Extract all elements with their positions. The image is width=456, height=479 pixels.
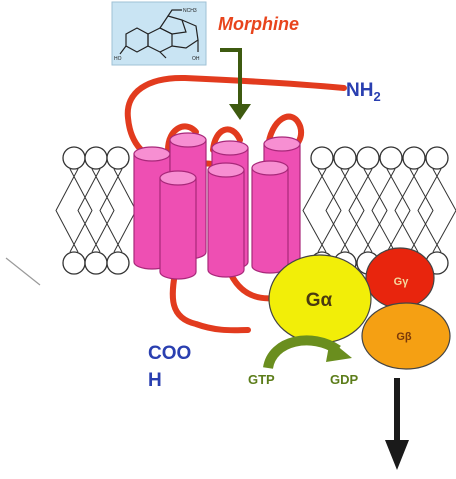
lipid-tail <box>302 168 327 253</box>
c-terminus-label-line1: COO <box>148 343 191 364</box>
helix-6 <box>207 162 245 278</box>
lipid-tail <box>417 168 442 253</box>
lipid-head <box>402 146 426 170</box>
lipid-tail <box>348 168 373 253</box>
lipid-head <box>310 146 334 170</box>
lipid-tail <box>317 168 342 253</box>
morphine-structure: NCH3 HO OH <box>111 1 207 66</box>
svg-text:OH: OH <box>192 56 200 62</box>
lipid-tail <box>91 168 115 253</box>
gdp-label: GDP <box>330 372 359 387</box>
lipid-tail <box>325 168 350 253</box>
helix-7 <box>251 160 289 274</box>
curved-arrow-icon <box>263 335 352 370</box>
bilayer-left <box>55 146 137 275</box>
arrow-down-icon <box>385 378 409 470</box>
transmembrane-helices <box>133 132 301 280</box>
lipid-head <box>84 251 108 275</box>
g-beta-subunit <box>361 302 451 370</box>
n-terminus-label: NH2 <box>346 80 381 104</box>
lipid-head <box>425 146 449 170</box>
lipid-tail <box>113 168 137 253</box>
lipid-tail <box>409 168 434 253</box>
lipid-tail <box>340 168 365 253</box>
svg-text:HO: HO <box>114 56 122 62</box>
g-alpha-label: Gα <box>306 290 333 311</box>
lipid-head <box>62 251 86 275</box>
gtp-label: GTP <box>248 372 275 387</box>
lipid-head <box>62 146 86 170</box>
lipid-tail <box>99 168 123 253</box>
c-terminal-tail <box>169 265 251 334</box>
lipid-tail <box>386 168 411 253</box>
lipid-head <box>84 146 108 170</box>
g-protein: Gα Gγ Gβ <box>268 247 451 370</box>
extracellular-loop-1 <box>165 123 199 153</box>
helix-5 <box>159 170 197 280</box>
g-beta-label: Gβ <box>396 331 412 343</box>
lipid-tail <box>77 168 101 253</box>
lipid-tail <box>371 168 396 253</box>
lipid-head <box>379 146 403 170</box>
lipid-tail <box>394 168 419 253</box>
lipid-head <box>106 146 130 170</box>
arrow-down-icon <box>220 48 251 120</box>
c-terminus-label-line2: H <box>148 370 162 391</box>
lipid-tail <box>55 168 79 253</box>
lipid-head <box>333 146 357 170</box>
lipid-head <box>106 251 130 275</box>
g-gamma-label: Gγ <box>394 276 410 288</box>
stray-line <box>5 257 41 286</box>
svg-text:NCH3: NCH3 <box>183 8 197 14</box>
lipid-tail <box>432 168 456 253</box>
lipid-head <box>356 146 380 170</box>
lipid-tail <box>363 168 388 253</box>
drug-label: Morphine <box>218 14 299 34</box>
n-terminal-tail <box>124 74 347 159</box>
lipid-tail <box>69 168 93 253</box>
